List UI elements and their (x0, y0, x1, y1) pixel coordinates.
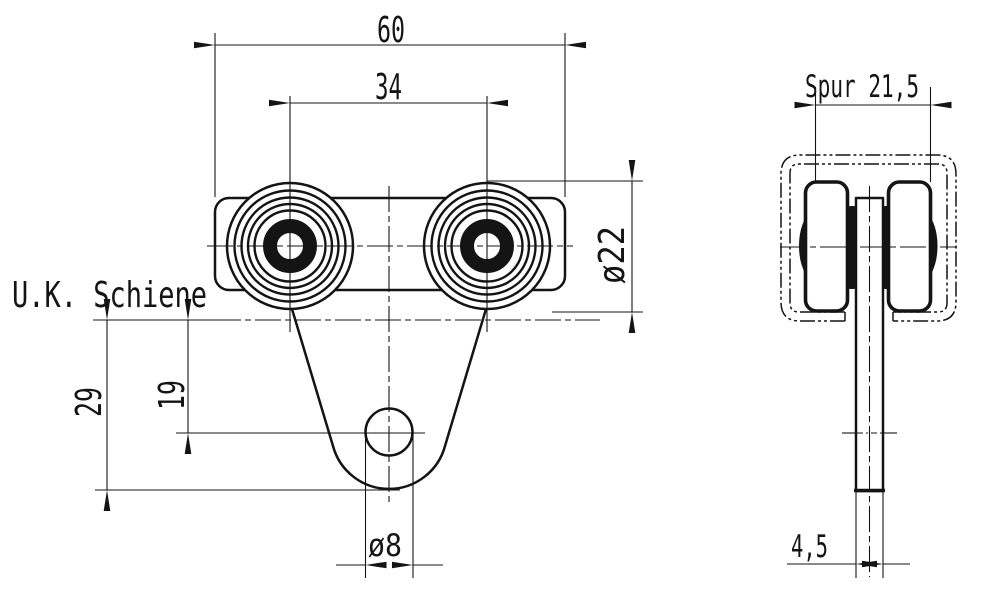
rail-profile (780, 154, 957, 322)
dim-roller-spacing-label: 34 (375, 67, 402, 108)
dimension-34: 34 (269, 67, 508, 108)
dim-hole-diameter-label: ø8 (368, 528, 402, 564)
rail-lower-edge-note: U.K. Schiene (12, 275, 207, 316)
dim-roller-diameter-label: ø22 (592, 226, 633, 284)
dim-track-width-label: Spur 21,5 (805, 69, 919, 105)
dimension-19: 19 (152, 299, 425, 454)
dim-outer-width-label: 60 (377, 10, 405, 51)
side-view: Spur 21,5 4,5 (780, 69, 957, 578)
dimension-d22: ø22 (487, 160, 643, 333)
dim-rail-to-hole-label: 19 (152, 380, 193, 410)
dim-rail-to-bottom-label: 29 (69, 387, 110, 417)
dimension-45: 4,5 (787, 529, 910, 568)
dimension-spur: Spur 21,5 (794, 69, 952, 182)
dim-plate-thickness-label: 4,5 (791, 529, 828, 565)
dimension-29: 29 (69, 299, 400, 511)
front-view: 60 34 ø22 29 19 (12, 10, 643, 578)
dimension-60: 60 (194, 10, 586, 197)
dimension-d8: ø8 (336, 435, 443, 578)
